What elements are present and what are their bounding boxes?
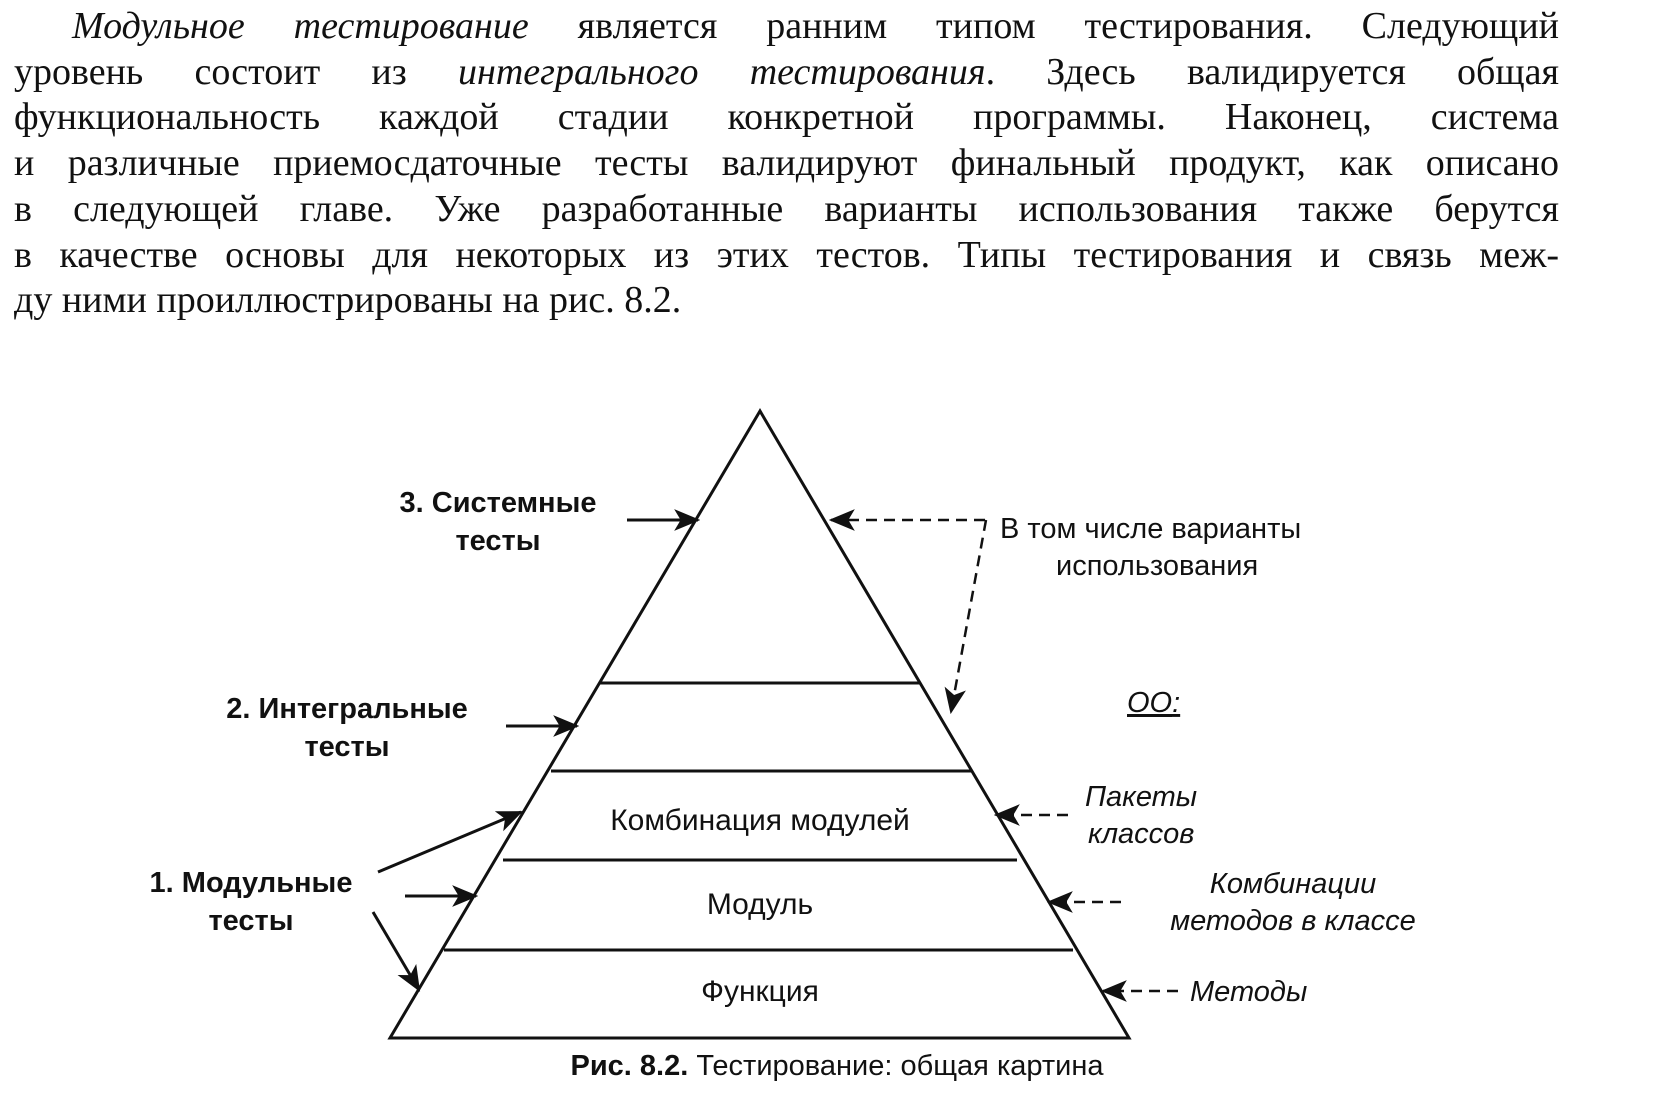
right-label-oo: ОО: xyxy=(1127,687,1180,719)
dashed-line-use-cases-down xyxy=(944,519,988,715)
left-label-unit-line1: 1. Модульные xyxy=(150,867,353,899)
right-label-use-cases-line2: использования xyxy=(1056,550,1258,582)
caption-text: Тестирование: общая картина xyxy=(688,1050,1104,1082)
right-label-methods: Методы xyxy=(1190,976,1307,1008)
paragraph-line-7: ду ними проиллюстрированы на рис. 8.2. xyxy=(14,279,682,322)
body-paragraph: Модульное тестирование является ранним т… xyxy=(14,4,1559,324)
left-label-system-line2: тесты xyxy=(455,525,540,557)
left-label-system-line1: 3. Системные xyxy=(400,487,597,519)
italic-term-unit-testing: Модульное тестирование xyxy=(72,5,529,47)
caption-figure-number: Рис. 8.2. xyxy=(570,1050,689,1082)
right-label-packages-line2: классов xyxy=(1088,818,1194,850)
arrow-unit-tests-upper xyxy=(377,810,523,874)
figure-caption: Рис. 8.2. Тестирование: общая картина xyxy=(0,1050,1674,1083)
level-label-function: Функция xyxy=(701,975,819,1008)
right-label-use-cases-line1: В том числе варианты xyxy=(1000,513,1301,545)
left-label-integration-line2: тесты xyxy=(304,731,389,763)
right-label-method-combos-line1: Комбинации xyxy=(1210,868,1376,900)
right-label-method-combos-line2: методов в классе xyxy=(1170,905,1416,937)
italic-term-integration-testing: интегрального тестирования xyxy=(457,50,986,93)
paragraph-line-5: в следующей главе. Уже разработанные вар… xyxy=(14,187,1559,230)
paragraph-line-3: функциональность каждой стадии конкретно… xyxy=(14,96,1559,139)
paragraph-line-1: Модульное тестирование является ранним т… xyxy=(72,5,1559,47)
paragraph-line-6: в качестве основы для некоторых из этих … xyxy=(14,233,1559,276)
level-label-module: Модуль xyxy=(707,888,813,921)
paragraph-line-2: уровень состоит из интегрального тестиро… xyxy=(14,50,1559,93)
left-label-integration-line1: 2. Интегральные xyxy=(226,693,468,725)
paragraph-line-4: и различные приемосдаточные тесты валиди… xyxy=(14,142,1559,185)
level-label-combination: Комбинация модулей xyxy=(610,804,910,837)
left-label-unit-line2: тесты xyxy=(208,905,293,937)
arrow-unit-tests-lower xyxy=(371,911,421,992)
right-label-packages-line1: Пакеты xyxy=(1085,781,1197,813)
